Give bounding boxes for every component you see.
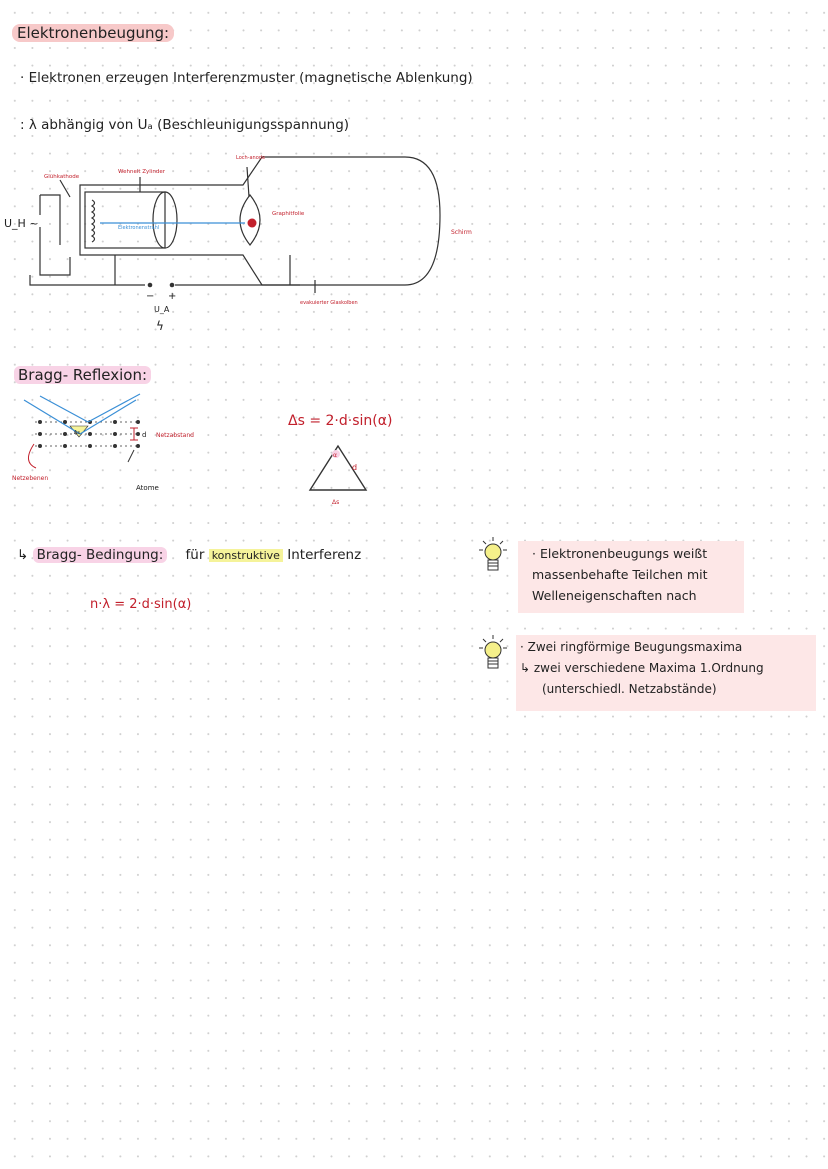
label-netzebenen: Netzebenen xyxy=(12,475,48,482)
intro-line-1: · Elektronen erzeugen Interferenzmuster … xyxy=(20,70,473,86)
graphite-foil-dot xyxy=(247,218,257,228)
note-2-line-1: · Zwei ringförmige Beugungsmaxima xyxy=(520,640,743,654)
glass-bulb-outline xyxy=(79,156,441,286)
page-title: Elektronenbeugung: xyxy=(12,24,175,42)
acceleration-circuit xyxy=(29,275,300,286)
bragg-condition-label: Bragg- Bedingung: xyxy=(32,547,168,563)
label-minus: − xyxy=(146,291,154,302)
label-schirm: Schirm xyxy=(451,229,472,236)
circuit-vertical-links xyxy=(114,255,291,285)
triangle-alpha: α xyxy=(333,452,337,459)
note-1-line-2: massenbehafte Teilchen mit xyxy=(532,567,708,582)
label-d: d xyxy=(142,431,146,439)
geometry-triangle: α d Δs xyxy=(308,444,368,506)
bolt-icon: ϟ xyxy=(156,319,164,333)
heating-coil xyxy=(90,199,96,243)
label-elektronenstrahl: Elektronenstrahl xyxy=(118,225,159,231)
path-difference-formula: Δs = 2·d·sin(α) xyxy=(288,413,393,429)
terminal-minus xyxy=(147,282,153,288)
label-lochanode: Loch-anode xyxy=(236,155,265,161)
triangle-d: d xyxy=(352,463,357,472)
note-2-line-2: ↳ zwei verschiedene Maxima 1.Ordnung xyxy=(520,661,764,675)
note-2-line-3: (unterschiedl. Netzabstände) xyxy=(542,682,717,696)
cathode-pointer xyxy=(59,179,71,198)
note-box-1: · Elektronenbeugungs weißt massenbehafte… xyxy=(518,541,744,613)
wehnelt-cylinder xyxy=(84,191,166,249)
label-netzabstand: Netzabstand xyxy=(156,432,194,439)
bragg-lattice-diagram: d Netzabstand Netzebenen Atome Δs xyxy=(12,393,194,492)
label-atome: Atome xyxy=(136,484,159,492)
triangle-ds: Δs xyxy=(332,499,339,506)
terminal-plus xyxy=(169,282,175,288)
note-1-line-3: Welleneigenschaften nach xyxy=(532,588,697,603)
lightbulb-icon xyxy=(479,537,507,571)
label-glaskolben: evakuierter Glaskolben xyxy=(300,300,358,306)
konstruktive-highlight: konstruktive xyxy=(208,549,283,562)
bragg-condition-formula: n·λ = 2·d·sin(α) xyxy=(90,597,192,612)
label-ds-small: Δs xyxy=(74,430,80,436)
label-wehnelt: Wehnelt Zylinder xyxy=(118,169,166,175)
intro-line-2: : λ abhängig von Uₐ (Beschleunigungsspan… xyxy=(20,117,350,133)
label-graphitfolie: Graphitfolie xyxy=(272,211,305,217)
note-1-line-1: · Elektronenbeugungs weißt xyxy=(532,546,708,561)
label-plus: + xyxy=(168,291,176,302)
label-ua: U_A xyxy=(154,305,170,314)
lightbulb-icon xyxy=(479,635,507,669)
anode-pointer xyxy=(246,166,250,198)
bragg-condition-line: ↳ Bragg- Bedingung: für konstruktive Int… xyxy=(17,547,362,563)
note-box-2: · Zwei ringförmige Beugungsmaxima ↳ zwei… xyxy=(516,635,816,711)
wehnelt-opening xyxy=(152,191,178,249)
netzebenen-pointer xyxy=(28,443,37,469)
label-gluehkathode: Glühkathode xyxy=(44,174,80,180)
electron-diffraction-apparatus-diagram: Glühkathode Wehnelt Zylinder Loch-anode … xyxy=(4,155,472,333)
hook-arrow-icon: ↳ xyxy=(17,547,29,563)
lochanode-lens xyxy=(239,194,261,246)
incident-reflected-rays xyxy=(23,393,141,435)
label-uh: U_H ~ xyxy=(4,217,39,230)
lattice-atoms xyxy=(38,420,140,448)
bragg-heading: Bragg- Reflexion: xyxy=(14,366,152,384)
heating-circuit xyxy=(39,194,71,276)
